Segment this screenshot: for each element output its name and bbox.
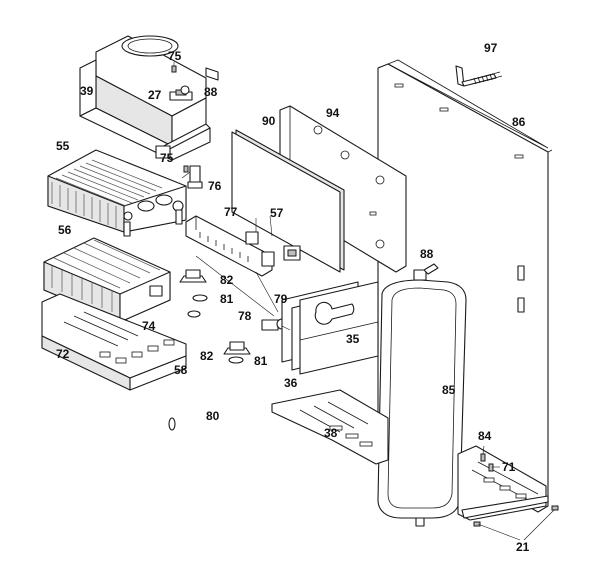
label-27: 27	[148, 88, 162, 102]
label-39: 39	[80, 84, 94, 98]
label-97: 97	[484, 41, 498, 55]
gasket-81b[interactable]	[228, 356, 244, 364]
label-38: 38	[324, 426, 338, 440]
label-72: 72	[56, 347, 70, 361]
screw-21b[interactable]	[551, 505, 559, 511]
sensor-76[interactable]	[187, 165, 203, 189]
label-76: 76	[208, 179, 222, 193]
fitting-82b[interactable]	[223, 341, 251, 355]
label-77: 77	[224, 205, 238, 219]
label-88-vessel: 88	[420, 247, 434, 261]
label-56: 56	[58, 223, 72, 237]
screw-75a[interactable]	[171, 62, 177, 73]
burner-tray-72[interactable]	[41, 293, 187, 391]
label-36: 36	[284, 376, 298, 390]
part-number-labels: 97 75 39 27 88 90 94 86 55 75 76 77 57 5…	[56, 41, 530, 554]
clip-88b[interactable]	[423, 263, 439, 275]
label-57: 57	[270, 206, 284, 220]
label-81-top: 81	[220, 292, 234, 306]
water-pipe-80[interactable]	[168, 310, 201, 431]
leader-lines	[181, 171, 555, 541]
gas-manifold-77[interactable]	[185, 215, 301, 277]
label-78: 78	[238, 309, 252, 323]
base-frame-38[interactable]	[271, 389, 389, 465]
label-82-top: 82	[220, 273, 234, 287]
label-79: 79	[274, 292, 288, 306]
insulation-panel-90[interactable]	[231, 129, 345, 273]
label-84: 84	[478, 429, 492, 443]
screw-75b[interactable]	[183, 165, 189, 173]
expansion-vessel-85[interactable]	[377, 269, 467, 527]
screw-71[interactable]	[488, 463, 494, 472]
label-21: 21	[516, 540, 530, 554]
screw-21a[interactable]	[473, 521, 481, 527]
bottom-panel-21[interactable]	[457, 445, 549, 521]
fixing-bracket-97[interactable]	[455, 65, 503, 87]
label-35: 35	[346, 332, 360, 346]
label-80: 80	[206, 409, 220, 423]
label-88-top: 88	[204, 85, 218, 99]
label-58: 58	[174, 363, 188, 377]
gasket-81a[interactable]	[192, 294, 208, 302]
label-82-low: 82	[200, 349, 214, 363]
flue-hood-39[interactable]	[79, 35, 219, 161]
control-panel-35[interactable]	[299, 281, 379, 375]
label-94: 94	[326, 106, 340, 120]
label-71: 71	[502, 460, 516, 474]
label-85: 85	[442, 383, 456, 397]
label-86: 86	[512, 115, 526, 129]
screw-84[interactable]	[480, 453, 486, 462]
label-75-top: 75	[168, 49, 182, 63]
fitting-82a[interactable]	[179, 269, 207, 283]
pressure-switch-88a[interactable]	[180, 85, 190, 95]
heat-exchanger-55[interactable]	[47, 149, 187, 237]
label-81-low: 81	[254, 354, 268, 368]
label-55: 55	[56, 139, 70, 153]
label-74: 74	[142, 319, 156, 333]
label-75-mid: 75	[160, 151, 174, 165]
label-90: 90	[262, 114, 276, 128]
